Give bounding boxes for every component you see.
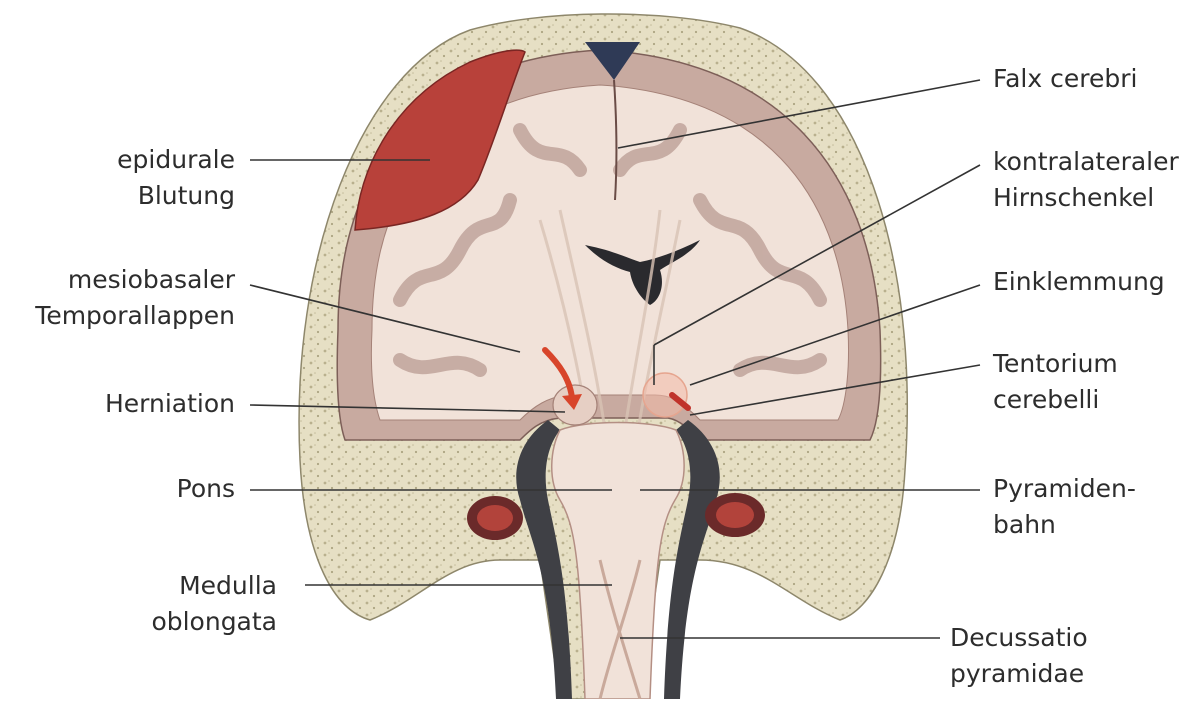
compression-highlight (642, 372, 688, 418)
label-herniation: Herniation (104, 389, 235, 418)
label-tentorium-cerebelli: Tentorium cerebelli (993, 349, 1118, 414)
label-falx-cerebri: Falx cerebri (993, 64, 1138, 93)
decussation-fibers (598, 559, 642, 700)
compression-arrow (669, 392, 691, 411)
label-kontralateraler-hirnschenkel: kontralateraler Hirnschenkel (993, 147, 1179, 212)
leader-lines (249, 79, 981, 639)
label-einklemmung: Einklemmung (993, 267, 1165, 296)
right-ear-canal (705, 493, 765, 537)
label-pyramidenbahn: Pyramiden- bahn (993, 474, 1136, 539)
label-mesiobasaler-temporallappen: mesiobasaler Temporallappen (35, 265, 235, 330)
gyri-pattern (393, 123, 827, 377)
epidural-hemorrhage (354, 49, 526, 231)
superior-sagittal-sinus (585, 42, 640, 80)
label-medulla-oblongata: Medulla oblongata (151, 571, 277, 636)
label-pons: Pons (176, 474, 235, 503)
label-decussatio-pyramidae: Decussatio pyramidae (950, 623, 1088, 688)
brainstem (551, 421, 685, 700)
herniation-arrow (542, 347, 575, 401)
falx-line (613, 79, 618, 201)
label-epidurale-blutung: epidurale Blutung (117, 145, 235, 210)
left-ear-canal (467, 496, 523, 540)
